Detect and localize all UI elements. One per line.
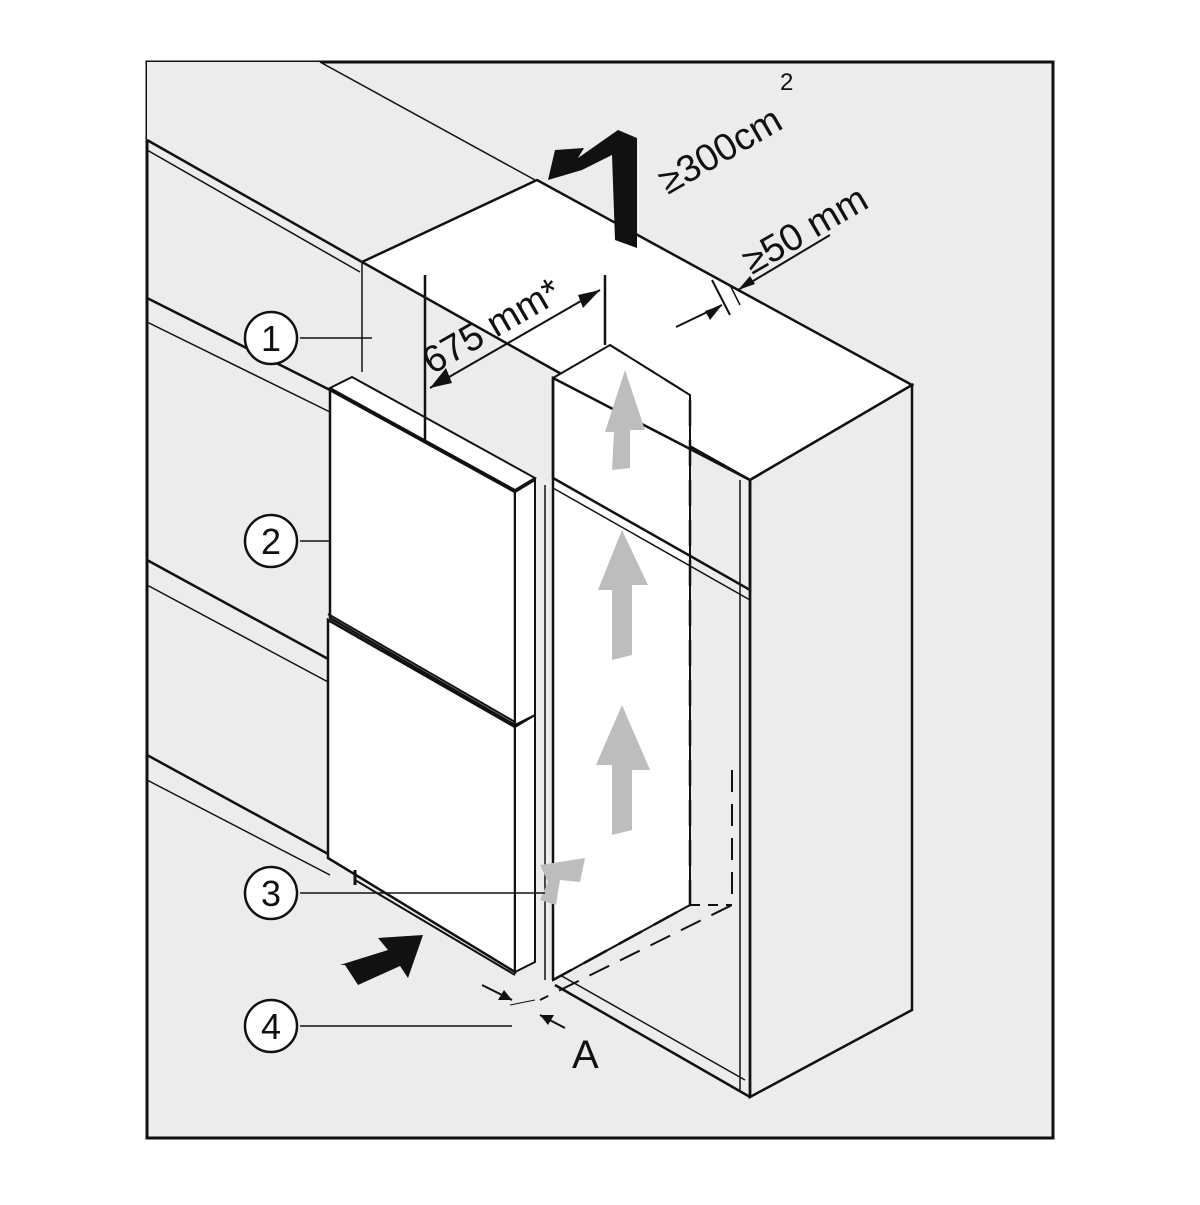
tall-cabinet-side	[748, 382, 914, 1100]
airflow-arrow-icon	[540, 370, 650, 905]
callout-number: 4	[261, 1006, 281, 1047]
dimension-arrowhead	[705, 305, 722, 320]
cabinet-edge	[559, 974, 746, 1081]
gap-tick	[711, 279, 731, 316]
cabinet-band-line	[146, 779, 331, 876]
gap-tick	[729, 284, 741, 306]
appliance-dashed-outline	[539, 770, 733, 1001]
callout-1: 1	[243, 310, 299, 366]
exhaust-arrow-icon	[548, 130, 637, 248]
cabinet-band-line	[146, 584, 331, 684]
dimension-arrowhead	[498, 990, 512, 1000]
dimension-arrowhead	[540, 1015, 554, 1025]
cabinet-band-line	[146, 558, 331, 662]
lower-door-edge	[514, 713, 536, 974]
dimension-line	[429, 289, 601, 389]
door-gap	[327, 613, 516, 723]
callout-number: 2	[261, 521, 281, 562]
dimension-arrowhead	[578, 290, 600, 308]
upper-door-edge	[514, 478, 536, 727]
vent-area-exponent: 2	[780, 69, 793, 96]
plinth-edge	[354, 879, 516, 976]
cabinet-band-line	[146, 321, 331, 413]
cabinet-band-line	[146, 296, 331, 392]
callout-number: 3	[261, 873, 281, 914]
intake-arrow-icon	[340, 935, 423, 985]
top-edge-line	[146, 149, 361, 273]
top-edge-line	[319, 61, 536, 181]
dimension-arrowhead	[738, 276, 755, 290]
plinth-edge	[327, 857, 516, 973]
gap-dimension-line	[737, 234, 831, 291]
callout-4: 4	[243, 998, 299, 1054]
cabinet-edge	[554, 983, 751, 1099]
cabinet-band-line	[146, 753, 331, 857]
callout-number: 1	[261, 318, 281, 359]
callout-3: 3	[243, 865, 299, 921]
gap-a-label: A	[572, 1033, 599, 1077]
upper-door-side	[327, 375, 538, 492]
cabinet-edge	[552, 487, 751, 601]
top-dashed-outline	[609, 344, 691, 396]
gap-a-line	[509, 999, 536, 1006]
cabinet-top-left	[147, 62, 537, 262]
dimension-arrowhead	[430, 368, 452, 388]
top-edge-line	[146, 138, 363, 264]
callout-2: 2	[243, 513, 299, 569]
